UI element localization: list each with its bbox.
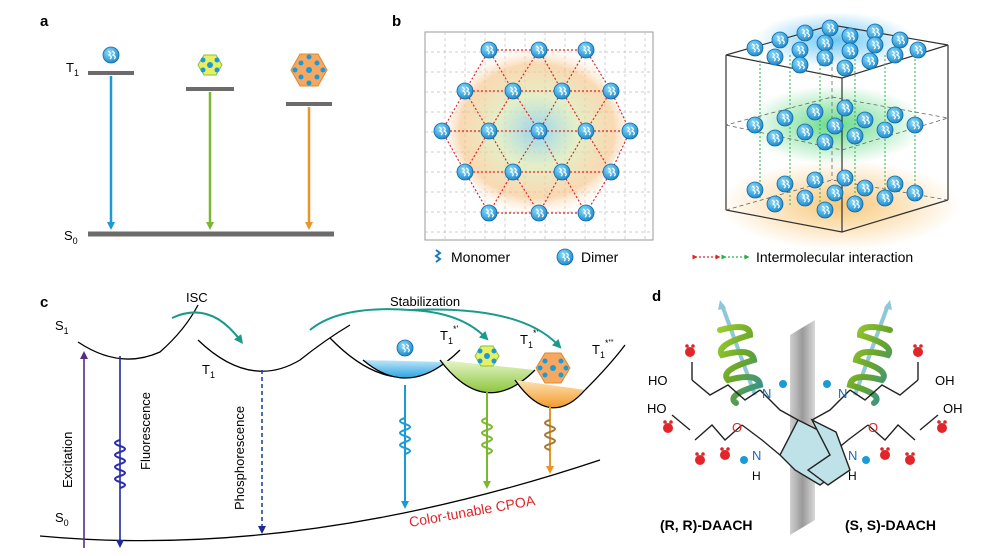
svg-text:OH: OH xyxy=(935,373,955,388)
panel-a: a T1 S0 xyxy=(40,13,334,246)
svg-text:N: N xyxy=(752,448,761,463)
ss-daach-molecule xyxy=(806,362,939,486)
panel-d: d HO HO N N H xyxy=(647,288,963,535)
panel-b: b xyxy=(392,12,960,266)
t1-curve xyxy=(197,324,351,372)
legend: Monomer Dimer Intermolecular interaction xyxy=(434,248,913,266)
hexamer-cluster-icon xyxy=(197,54,223,76)
s1-label: S1 xyxy=(55,318,69,336)
isc-label: ISC xyxy=(186,290,208,305)
svg-text:HO: HO xyxy=(647,401,667,416)
dimer-icon xyxy=(102,46,120,64)
legend-interaction: Intermolecular interaction xyxy=(756,249,913,265)
cpoa-helix-orange-icon xyxy=(544,419,556,451)
svg-text:O: O xyxy=(868,420,878,435)
svg-text:O: O xyxy=(732,420,742,435)
stabilization-label: Stabilization xyxy=(390,294,460,309)
ss-atoms: OH OH N N H O xyxy=(823,344,963,483)
well-hexamer-icon xyxy=(474,345,500,367)
monomer-icon xyxy=(434,249,442,263)
stabilization-arrow-2 xyxy=(409,308,562,349)
svg-text:HO: HO xyxy=(648,373,668,388)
legend-monomer: Monomer xyxy=(451,249,510,265)
cube-assembly xyxy=(720,12,960,250)
fluorescence-label: Fluorescence xyxy=(138,392,153,470)
cpoa-helix-blue-icon xyxy=(399,417,411,455)
t1b-label: T1*'' xyxy=(520,328,540,350)
well-orange xyxy=(514,379,586,409)
excitation-label: Excitation xyxy=(60,432,75,488)
svg-text:H: H xyxy=(752,469,761,483)
t1c-label: T1*''' xyxy=(592,338,614,360)
svg-text:N: N xyxy=(848,448,857,463)
legend-dimer-icon xyxy=(556,248,574,266)
fluorescence-helix-icon xyxy=(114,439,126,489)
svg-text:OH: OH xyxy=(943,401,963,416)
well-large-cluster-icon xyxy=(535,352,571,384)
phosphorescence-label: Phosphorescence xyxy=(232,406,247,510)
s0-curve xyxy=(39,459,601,542)
large-cluster-icon xyxy=(290,53,328,87)
cpoa-helix-green-icon xyxy=(481,417,493,455)
s0-level-label: S0 xyxy=(64,228,78,246)
svg-text:H: H xyxy=(848,469,857,483)
hexagonal-lattice xyxy=(424,31,654,241)
s1-curve xyxy=(77,304,199,360)
panel-c-label: c xyxy=(40,294,48,311)
panel-d-label: d xyxy=(652,288,661,305)
ss-daach-label: (S, S)-DAACH xyxy=(845,517,936,533)
panel-c: c S1 T1 S0 ISC Stabilization T1*' T1*'' … xyxy=(39,290,626,548)
isc-arrow xyxy=(171,311,244,344)
svg-text:N: N xyxy=(762,386,771,401)
s0-label-c: S0 xyxy=(55,510,69,528)
t1-label: T1 xyxy=(202,362,215,380)
panel-b-label: b xyxy=(392,13,401,30)
left-helix-icon xyxy=(717,300,764,406)
stabilization-arrow-1 xyxy=(309,308,489,341)
well-dimer-icon xyxy=(396,339,414,357)
t1-level-label: T1 xyxy=(66,60,79,78)
t1a-label: T1*' xyxy=(440,324,458,346)
legend-dimer: Dimer xyxy=(581,249,619,265)
right-helix-icon xyxy=(846,300,893,406)
panel-a-label: a xyxy=(40,13,49,30)
rr-daach-label: (R, R)-DAACH xyxy=(660,517,753,533)
well-blue xyxy=(362,359,447,379)
svg-text:N: N xyxy=(838,386,847,401)
rr-atoms: HO HO N N H O xyxy=(647,344,787,483)
